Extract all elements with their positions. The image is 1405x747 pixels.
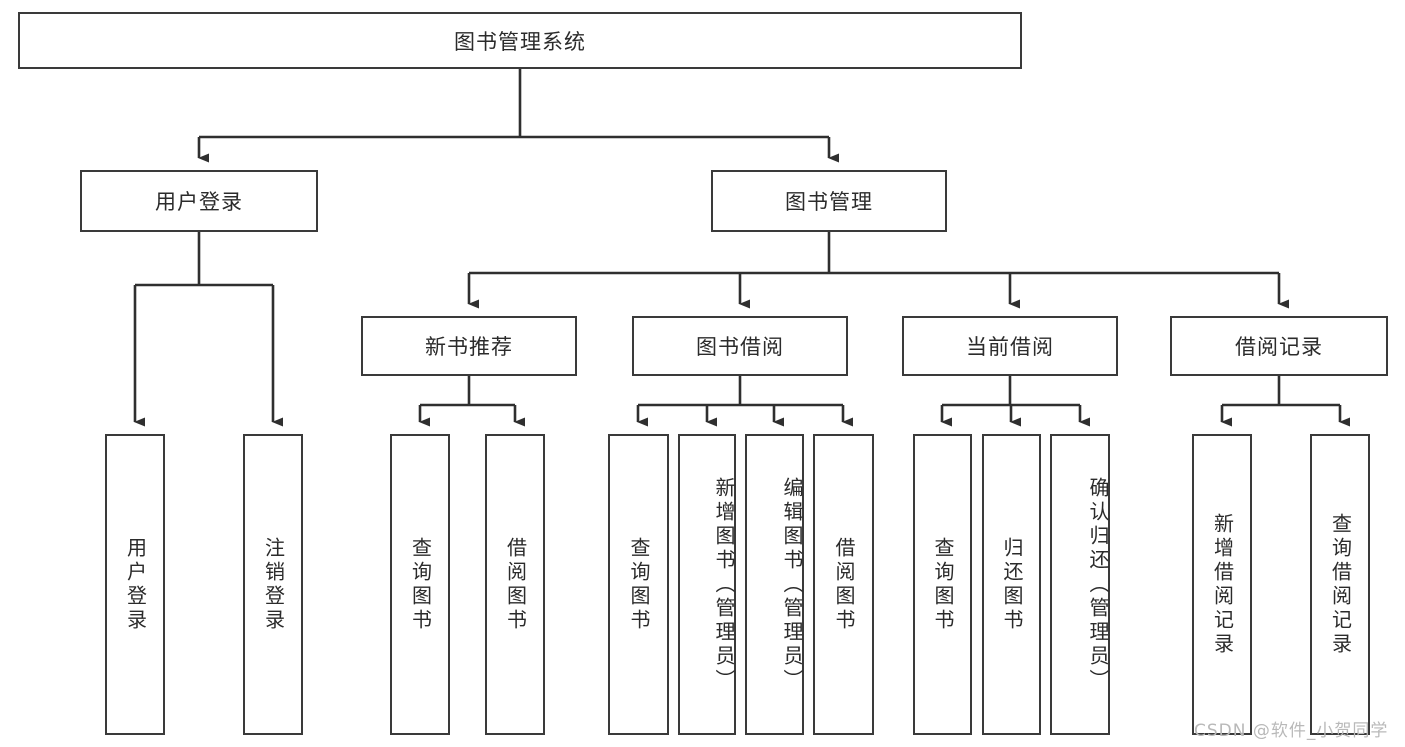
- node-borrow-record-label: 借阅记录: [1235, 335, 1323, 359]
- leaf-label: 确认归还（管理员）: [1086, 476, 1110, 693]
- leaf-label: 查询图书: [931, 536, 955, 633]
- leaf-borrow-book[interactable]: 借阅图书: [813, 434, 874, 735]
- node-root[interactable]: 图书管理系统: [18, 12, 1022, 69]
- leaf-query-book-borrow[interactable]: 查询图书: [608, 434, 669, 735]
- leaf-label: 新增借阅记录: [1210, 512, 1235, 657]
- node-book-borrow[interactable]: 图书借阅: [632, 316, 848, 376]
- node-root-label: 图书管理系统: [454, 29, 586, 54]
- leaf-add-book-admin[interactable]: 新增图书（管理员）: [678, 434, 736, 735]
- leaf-label: 用户登录: [123, 536, 148, 633]
- leaf-label: 新增图书（管理员）: [712, 476, 736, 693]
- leaf-label: 借阅图书: [832, 536, 856, 633]
- leaf-label: 归还图书: [1000, 536, 1024, 633]
- node-user-login-label: 用户登录: [155, 190, 243, 214]
- leaf-label: 注销登录: [261, 536, 286, 633]
- watermark: CSDN @软件_小贺同学: [1194, 721, 1389, 741]
- node-book-management-label: 图书管理: [785, 190, 873, 214]
- node-new-book-recommend-label: 新书推荐: [425, 335, 513, 359]
- leaf-query-book-recommend[interactable]: 查询图书: [390, 434, 450, 735]
- node-borrow-record[interactable]: 借阅记录: [1170, 316, 1388, 376]
- node-user-login[interactable]: 用户登录: [80, 170, 318, 232]
- leaf-add-borrow-record[interactable]: 新增借阅记录: [1192, 434, 1252, 735]
- leaf-label: 查询图书: [408, 536, 433, 633]
- node-book-management[interactable]: 图书管理: [711, 170, 947, 232]
- leaf-label: 查询借阅记录: [1328, 512, 1353, 657]
- leaf-edit-book-admin[interactable]: 编辑图书（管理员）: [745, 434, 804, 735]
- leaf-return-book[interactable]: 归还图书: [982, 434, 1041, 735]
- node-book-borrow-label: 图书借阅: [696, 335, 784, 359]
- leaf-borrow-book-recommend[interactable]: 借阅图书: [485, 434, 545, 735]
- node-current-borrow-label: 当前借阅: [966, 335, 1054, 359]
- leaf-user-login[interactable]: 用户登录: [105, 434, 165, 735]
- leaf-logout[interactable]: 注销登录: [243, 434, 303, 735]
- node-current-borrow[interactable]: 当前借阅: [902, 316, 1118, 376]
- node-new-book-recommend[interactable]: 新书推荐: [361, 316, 577, 376]
- leaf-label: 借阅图书: [503, 536, 528, 633]
- leaf-query-borrow-record[interactable]: 查询借阅记录: [1310, 434, 1370, 735]
- leaf-query-book-current[interactable]: 查询图书: [913, 434, 972, 735]
- leaf-label: 编辑图书（管理员）: [780, 476, 804, 693]
- leaf-label: 查询图书: [627, 536, 651, 633]
- leaf-confirm-return-admin[interactable]: 确认归还（管理员）: [1050, 434, 1110, 735]
